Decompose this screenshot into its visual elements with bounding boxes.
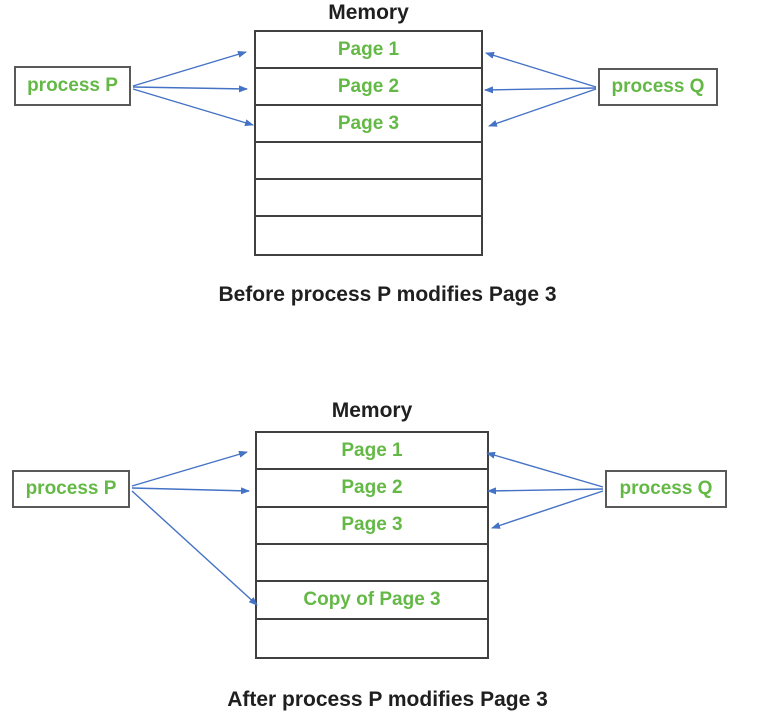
memory-table: Page 1 Page 2 Page 3 Copy of Page 3 <box>255 431 489 659</box>
process-q-box: process Q <box>598 68 718 106</box>
memory-cell-copy-of-page3: Copy of Page 3 <box>257 582 487 620</box>
memory-cell-page3: Page 3 <box>257 508 487 545</box>
arrow-processQ-page1 <box>485 52 597 88</box>
memory-title: Memory <box>331 399 413 422</box>
memory-cell-page2: Page 2 <box>256 69 481 106</box>
arrow-processP-page2 <box>132 85 248 93</box>
memory-cell-page1: Page 1 <box>257 433 487 471</box>
arrow-processQ-page3 <box>491 490 604 529</box>
memory-cell-empty <box>256 217 481 254</box>
process-q-box: process Q <box>605 470 727 508</box>
memory-cell-page2: Page 2 <box>257 470 487 508</box>
process-p-box: process P <box>12 470 130 508</box>
caption-after: After process P modifies Page 3 <box>227 688 548 711</box>
arrow-processQ-page2 <box>487 487 604 495</box>
arrow-processQ-page3 <box>488 88 597 127</box>
memory-cell-empty <box>256 180 481 217</box>
memory-cell-page1: Page 1 <box>256 32 481 69</box>
arrow-processP-page1 <box>131 450 248 487</box>
memory-cell-empty <box>256 143 481 180</box>
caption-before: Before process P modifies Page 3 <box>218 283 557 306</box>
memory-title: Memory <box>328 1 409 24</box>
memory-cell-empty <box>257 620 487 657</box>
arrow-processP-copy-of-page3 <box>131 490 258 606</box>
memory-cell-page3: Page 3 <box>256 106 481 143</box>
process-p-box: process P <box>14 66 131 106</box>
arrow-processP-page2 <box>131 487 250 495</box>
arrow-processQ-page2 <box>484 86 597 94</box>
arrow-processP-page3 <box>132 88 254 127</box>
memory-table: Page 1 Page 2 Page 3 <box>254 30 483 256</box>
arrow-processQ-page1 <box>486 451 604 488</box>
arrow-processP-page1 <box>132 50 247 87</box>
memory-cell-empty <box>257 545 487 583</box>
